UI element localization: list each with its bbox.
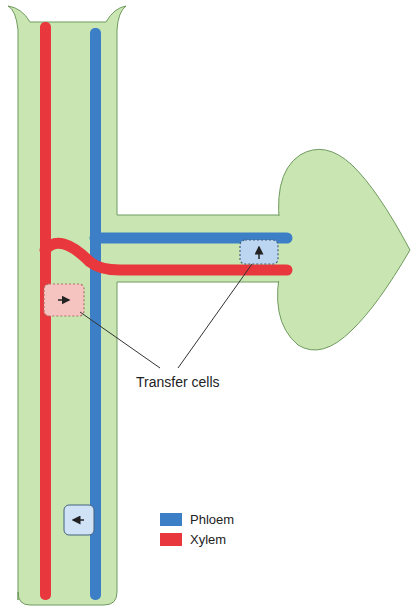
flow-arrow (58, 299, 69, 301)
leader-line (178, 264, 252, 368)
parenchyma-cell (64, 505, 94, 535)
flow-arrow (73, 519, 84, 521)
transfer-cell (240, 240, 278, 264)
leader-line (80, 312, 160, 368)
stem-outline (8, 6, 290, 605)
leaf-blade (278, 149, 410, 350)
legend-entry: Xylem (160, 532, 226, 547)
transfer-cell (44, 284, 84, 316)
legend-text: Xylem (190, 532, 226, 547)
legend-swatch (160, 513, 182, 526)
legend-swatch (160, 533, 182, 546)
legend-text: Phloem (190, 512, 234, 527)
part-label: Transfer cells (136, 374, 220, 391)
flow-arrow (258, 247, 260, 259)
legend-entry: Phloem (160, 512, 234, 527)
